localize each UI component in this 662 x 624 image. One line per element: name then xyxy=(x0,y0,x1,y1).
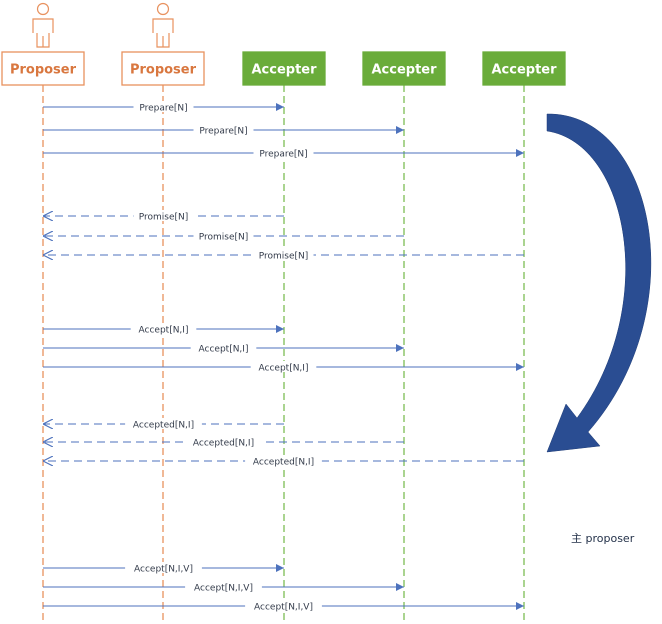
message-11: Accepted[N,I] xyxy=(43,436,404,449)
message-label: Accept[N,I,V] xyxy=(194,584,253,594)
message-label: Accepted[N,I] xyxy=(133,421,194,431)
message-label: Accepted[N,I] xyxy=(193,439,254,449)
message-label: Accept[N,I,V] xyxy=(254,603,313,613)
message-8: Accept[N,I] xyxy=(43,342,404,355)
actor-icon xyxy=(152,2,174,48)
message-15: Accept[N,I,V] xyxy=(43,600,524,613)
message-3: Prepare[N] xyxy=(43,147,524,160)
message-12: Accepted[N,I] xyxy=(43,455,524,468)
participant-label: Accepter xyxy=(251,63,317,78)
message-label: Prepare[N] xyxy=(199,127,247,137)
message-13: Accept[N,I,V] xyxy=(43,562,284,575)
message-label: Promise[N] xyxy=(199,233,249,243)
participant-box-a1: Accepter xyxy=(242,51,326,86)
message-1: Prepare[N] xyxy=(43,101,284,114)
big-curved-arrow xyxy=(546,113,652,453)
actor-icon xyxy=(32,2,54,48)
message-label: Promise[N] xyxy=(259,252,309,262)
participant-box-p1: Proposer xyxy=(1,51,85,86)
message-label: Accepted[N,I] xyxy=(253,458,314,468)
message-6: Promise[N] xyxy=(43,249,524,262)
message-label: Accept[N,I] xyxy=(259,364,309,374)
participant-label: Proposer xyxy=(10,63,77,78)
lifelines xyxy=(42,85,525,622)
message-label: Prepare[N] xyxy=(259,150,307,160)
participant-label: Accepter xyxy=(491,63,557,78)
participant-label: Accepter xyxy=(371,63,437,78)
message-9: Accept[N,I] xyxy=(43,361,524,374)
participant-boxes: Proposer Proposer Accepter Accepter Accepter xyxy=(1,51,566,86)
participant-box-p2: Proposer xyxy=(121,51,205,86)
message-7: Accept[N,I] xyxy=(43,323,284,336)
message-label: Promise[N] xyxy=(139,213,189,223)
message-label: Prepare[N] xyxy=(139,104,187,114)
participant-box-a2: Accepter xyxy=(362,51,446,86)
message-14: Accept[N,I,V] xyxy=(43,581,404,594)
message-label: Accept[N,I] xyxy=(139,326,189,336)
messages: Prepare[N] Prepare[N] Prepare[N] Promise[N]… xyxy=(43,101,524,613)
message-4: Promise[N] xyxy=(43,210,284,223)
message-label: Accept[N,I,V] xyxy=(134,565,193,575)
participant-label: Proposer xyxy=(130,63,197,78)
main-proposer-note: 主 proposer xyxy=(571,532,635,545)
message-label: Accept[N,I] xyxy=(199,345,249,355)
message-5: Promise[N] xyxy=(43,230,404,243)
actors xyxy=(32,2,174,48)
message-2: Prepare[N] xyxy=(43,124,404,137)
participant-box-a3: Accepter xyxy=(482,51,566,86)
message-10: Accepted[N,I] xyxy=(43,418,284,431)
